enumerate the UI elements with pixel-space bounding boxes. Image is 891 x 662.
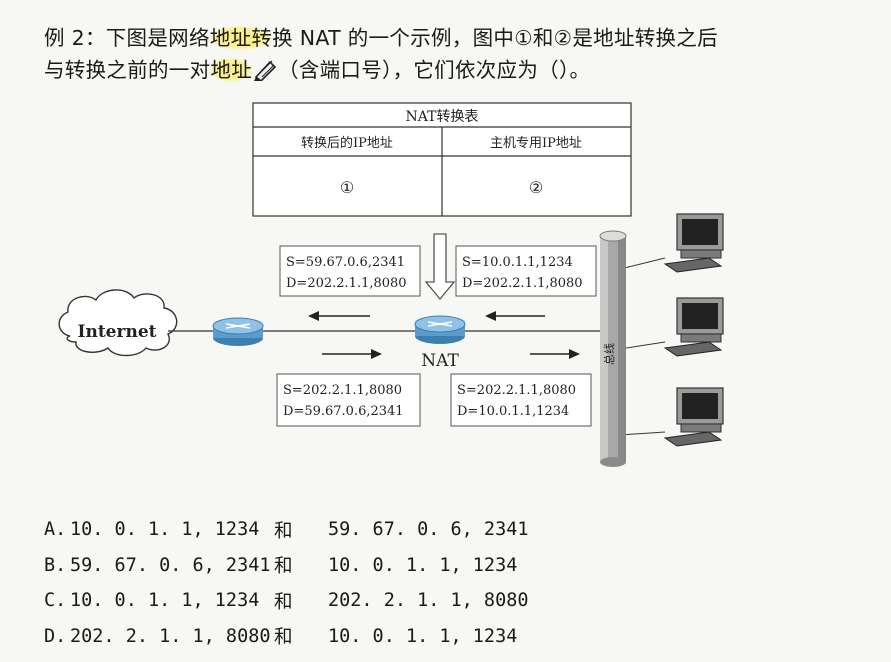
internet-cloud-icon: Internet <box>58 289 178 357</box>
question-line1-pre: 例 2：下图是网络 <box>44 26 210 50</box>
option-second-address: 10. 0. 1. 1, 1234 <box>328 554 518 576</box>
option-letter: D. <box>44 625 67 647</box>
option-conjunction: 和 <box>274 520 293 542</box>
packet-box-top-right: S=10.0.1.1,1234 D=202.2.1.1,8080 <box>455 245 597 297</box>
packet-box-bottom-right: S=202.2.1.1,8080 D=10.0.1.1,1234 <box>450 373 592 427</box>
computer-icon <box>663 297 724 357</box>
table-header-private: 主机专用IP地址 <box>490 136 582 151</box>
option-a[interactable]: A. 10. 0. 1. 1, 1234 和 59. 67. 0. 6, 234… <box>44 512 528 548</box>
left-arrow-icon <box>485 311 545 321</box>
answer-options: A. 10. 0. 1. 1, 1234 和 59. 67. 0. 6, 234… <box>44 512 528 654</box>
question-line2-pre: 与转换之前的一对 <box>44 58 211 82</box>
computer-icon <box>663 387 724 447</box>
packet-source: S=202.2.1.1,8080 <box>283 383 402 398</box>
option-d[interactable]: D. 202. 2. 1. 1, 8080 和 10. 0. 1. 1, 123… <box>44 619 528 655</box>
bus-cylinder: 总线 <box>599 230 627 467</box>
question-text: 例 2：下图是网络地址转换 NAT 的一个示例，图中①和②是地址转换之后 与转换… <box>44 22 874 86</box>
packet-destination: D=59.67.0.6,2341 <box>283 404 404 419</box>
option-second-address: 10. 0. 1. 1, 1234 <box>328 625 518 647</box>
option-first-address: 10. 0. 1. 1, 1234 <box>70 590 260 612</box>
option-first-address: 59. 67. 0. 6, 2341 <box>70 554 271 576</box>
nat-table: NAT转换表 转换后的IP地址 主机专用IP地址 ① ② <box>252 102 632 217</box>
option-letter: B. <box>44 554 67 576</box>
option-letter: C. <box>44 590 67 612</box>
option-second-address: 202. 2. 1. 1, 8080 <box>328 590 529 612</box>
question-line1-post: 换 NAT 的一个示例，图中①和②是地址转换之后 <box>272 26 718 50</box>
question-line-2: 与转换之前的一对地址 （含端口号），它们依次应为（）。 <box>44 54 874 86</box>
packet-box-bottom-left: S=202.2.1.1,8080 D=59.67.0.6,2341 <box>276 373 421 427</box>
option-b[interactable]: B. 59. 67. 0. 6, 2341 和 10. 0. 1. 1, 123… <box>44 548 528 584</box>
packet-destination: D=202.2.1.1,8080 <box>462 276 583 291</box>
packet-box-top-left: S=59.67.0.6,2341 D=202.2.1.1,8080 <box>279 245 421 297</box>
pencil-cursor-icon <box>254 60 277 81</box>
question-line-1: 例 2：下图是网络地址转换 NAT 的一个示例，图中①和②是地址转换之后 <box>44 22 874 54</box>
packet-source: S=59.67.0.6,2341 <box>286 255 405 270</box>
computer-icon <box>663 213 724 273</box>
table-header-translated: 转换后的IP地址 <box>301 135 393 151</box>
nat-diagram: NAT转换表 转换后的IP地址 主机专用IP地址 ① ② S=59.67.0.6… <box>58 102 724 467</box>
option-conjunction: 和 <box>274 591 293 613</box>
right-arrow-icon <box>322 349 382 359</box>
table-cell-1: ① <box>340 178 354 197</box>
option-conjunction: 和 <box>274 556 293 578</box>
right-arrow-icon <box>530 349 580 359</box>
internet-label: Internet <box>78 322 157 342</box>
bus-label: 总线 <box>602 343 616 365</box>
option-first-address: 10. 0. 1. 1, 1234 <box>70 519 260 541</box>
option-c[interactable]: C. 10. 0. 1. 1, 1234 和 202. 2. 1. 1, 808… <box>44 583 528 619</box>
packet-source: S=202.2.1.1,8080 <box>457 383 576 398</box>
nat-router-icon <box>414 315 466 344</box>
packet-destination: D=10.0.1.1,1234 <box>457 404 569 419</box>
highlighted-text: 地址 <box>210 58 253 82</box>
option-second-address: 59. 67. 0. 6, 2341 <box>328 519 529 541</box>
left-arrow-icon <box>308 311 370 321</box>
nat-label: NAT <box>421 351 459 371</box>
highlighted-text: 地址转 <box>209 26 273 50</box>
question-line2-post: （含端口号），它们依次应为（）。 <box>278 58 591 82</box>
table-title: NAT转换表 <box>406 108 479 125</box>
option-letter: A. <box>44 519 67 541</box>
option-conjunction: 和 <box>274 627 293 649</box>
packet-destination: D=202.2.1.1,8080 <box>286 276 407 291</box>
option-first-address: 202. 2. 1. 1, 8080 <box>70 625 271 647</box>
table-cell-2: ② <box>529 178 543 197</box>
packet-source: S=10.0.1.1,1234 <box>462 255 573 270</box>
down-arrow-icon <box>424 233 456 301</box>
router-icon <box>212 317 264 346</box>
